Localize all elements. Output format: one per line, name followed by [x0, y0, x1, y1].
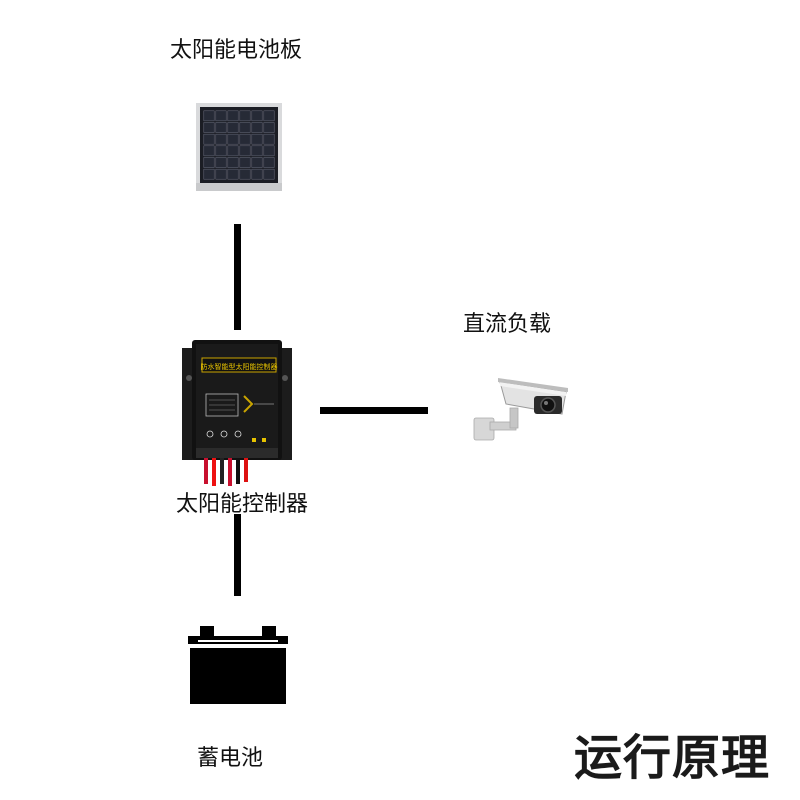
solar-controller-label: 太阳能控制器: [176, 492, 309, 517]
solar-panel-label: 太阳能电池板: [170, 38, 303, 63]
connector-panel-to-controller: [234, 224, 241, 330]
solar-controller-icon: 防水智能型太阳能控制器: [182, 338, 292, 488]
controller-device-text: 防水智能型太阳能控制器: [201, 362, 278, 371]
connector-controller-to-battery: [234, 514, 241, 596]
diagram-title: 运行原理: [573, 730, 770, 786]
solar-panel-icon: [196, 103, 282, 191]
connector-controller-to-load: [320, 407, 428, 414]
battery-icon: [188, 622, 288, 704]
dc-load-label: 直流负载: [463, 312, 552, 337]
battery-label: 蓄电池: [197, 746, 264, 771]
cctv-camera-icon: [470, 370, 580, 442]
